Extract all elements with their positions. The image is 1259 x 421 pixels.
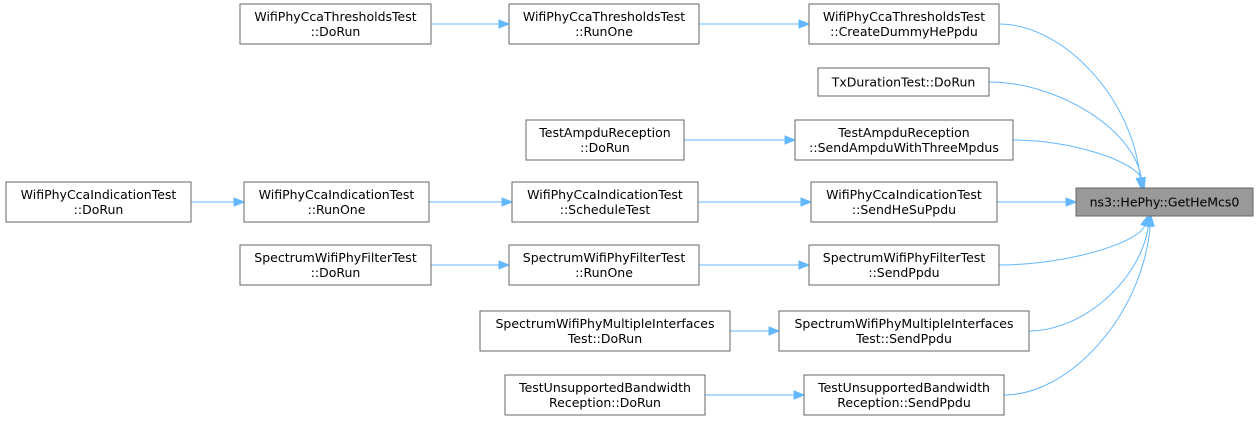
node-label-line: ::CreateDummyHePpdu xyxy=(830,24,978,39)
node-box[interactable] xyxy=(239,244,432,286)
node-label-line: WifiPhyCcaIndicationTest xyxy=(21,187,177,202)
node-label-line: ::DoRun xyxy=(311,24,361,39)
node-label-line: TxDurationTest::DoRun xyxy=(831,75,976,90)
node-box[interactable] xyxy=(239,3,432,45)
node-label-line: TestAmpduReception xyxy=(837,125,969,140)
edge-multi_send-to-root xyxy=(1028,224,1149,332)
node-ccaind_dorun[interactable]: WifiPhyCcaIndicationTest::DoRun xyxy=(5,181,192,223)
node-label-line: ::SendPpdu xyxy=(868,265,939,280)
node-label-line: WifiPhyCcaIndicationTest xyxy=(527,187,683,202)
node-box[interactable] xyxy=(525,119,685,161)
node-label-line: ::SendHeSuPpdu xyxy=(852,202,956,217)
node-ccaind_runone[interactable]: WifiPhyCcaIndicationTest::RunOne xyxy=(243,181,430,223)
node-label-line: WifiPhyCcaThresholdsTest xyxy=(823,9,985,24)
node-filter_send[interactable]: SpectrumWifiPhyFilterTest::SendPpdu xyxy=(808,244,1000,286)
node-label-line: ::SendAmpduWithThreeMpdus xyxy=(809,140,999,155)
node-label-line: Reception::SendPpdu xyxy=(837,395,971,410)
node-ampdu_send[interactable]: TestAmpduReception::SendAmpduWithThreeMp… xyxy=(794,119,1014,161)
node-cca_runone[interactable]: WifiPhyCcaThresholdsTest::RunOne xyxy=(508,3,700,45)
node-label-line: ::RunOne xyxy=(575,265,633,280)
node-label-line: SpectrumWifiPhyMultipleInterfaces xyxy=(496,316,715,331)
node-multi_send[interactable]: SpectrumWifiPhyMultipleInterfacesTest::S… xyxy=(778,310,1030,352)
arrowhead-bw_dorun-to-bw_send xyxy=(793,390,806,400)
edge-filter_send-to-root xyxy=(998,224,1146,266)
node-label-line: WifiPhyCcaThresholdsTest xyxy=(523,9,685,24)
arrowhead-filter_dorun-to-filter_runone xyxy=(498,260,511,270)
node-ccaind_sched[interactable]: WifiPhyCcaIndicationTest::ScheduleTest xyxy=(511,181,699,223)
edge-txdur-to-root xyxy=(988,81,1142,180)
node-label-line: ::RunOne xyxy=(308,202,366,217)
node-label-line: ::DoRun xyxy=(74,202,124,217)
node-label-line: TestUnsupportedBandwidth xyxy=(518,380,691,395)
node-cca_create[interactable]: WifiPhyCcaThresholdsTest::CreateDummyHeP… xyxy=(808,3,1000,45)
node-label-line: WifiPhyCcaIndicationTest xyxy=(826,187,982,202)
node-label-line: TestAmpduReception xyxy=(538,125,670,140)
edge-bw_send-to-root xyxy=(1003,224,1151,396)
node-box[interactable] xyxy=(479,310,731,352)
node-root[interactable]: ns3::HePhy::GetHeMcs0 xyxy=(1075,187,1254,217)
arrowhead-ccaind_send-to-root xyxy=(1065,197,1078,207)
edge-cca_create-to-root xyxy=(998,23,1141,180)
node-label-line: ::ScheduleTest xyxy=(560,202,651,217)
node-box[interactable] xyxy=(810,181,998,223)
edges-layer xyxy=(191,19,1155,400)
node-label-line: SpectrumWifiPhyFilterTest xyxy=(523,250,686,265)
node-filter_runone[interactable]: SpectrumWifiPhyFilterTest::RunOne xyxy=(508,244,700,286)
nodes-layer: ns3::HePhy::GetHeMcs0 WifiPhyCcaThreshold… xyxy=(5,3,1254,416)
node-label-line: Test::SendPpdu xyxy=(855,331,952,346)
arrowhead-multi_dorun-to-multi_send xyxy=(768,326,781,336)
node-box[interactable] xyxy=(508,3,700,45)
node-box[interactable] xyxy=(1075,187,1254,217)
edge-ampdu_send-to-root xyxy=(1012,139,1143,180)
node-txdur[interactable]: TxDurationTest::DoRun xyxy=(817,67,990,97)
arrowhead-ccaind_runone-to-ccaind_sched xyxy=(501,197,514,207)
node-label-line: WifiPhyCcaThresholdsTest xyxy=(254,9,416,24)
arrowhead-ccaind_sched-to-ccaind_send xyxy=(800,197,813,207)
arrowhead-cca_runone-to-cca_create xyxy=(798,19,811,29)
node-cca_dorun[interactable]: WifiPhyCcaThresholdsTest::DoRun xyxy=(239,3,432,45)
node-box[interactable] xyxy=(504,374,706,416)
arrowhead-ampdu_dorun-to-ampdu_send xyxy=(784,135,797,145)
node-label-line: SpectrumWifiPhyFilterTest xyxy=(823,250,986,265)
node-label-line: SpectrumWifiPhyMultipleInterfaces xyxy=(795,316,1014,331)
node-label-line: Test::DoRun xyxy=(567,331,642,346)
node-box[interactable] xyxy=(778,310,1030,352)
node-box[interactable] xyxy=(5,181,192,223)
node-label-line: SpectrumWifiPhyFilterTest xyxy=(254,250,417,265)
arrowhead-cca_dorun-to-cca_runone xyxy=(498,19,511,29)
node-label-line: WifiPhyCcaIndicationTest xyxy=(259,187,415,202)
arrowhead-ccaind_dorun-to-ccaind_runone xyxy=(233,197,246,207)
node-label-line: Reception::DoRun xyxy=(549,395,661,410)
node-box[interactable] xyxy=(817,67,990,97)
node-bw_send[interactable]: TestUnsupportedBandwidthReception::SendP… xyxy=(803,374,1005,416)
node-box[interactable] xyxy=(803,374,1005,416)
node-box[interactable] xyxy=(243,181,430,223)
node-label-line: TestUnsupportedBandwidth xyxy=(817,380,990,395)
node-filter_dorun[interactable]: SpectrumWifiPhyFilterTest::DoRun xyxy=(239,244,432,286)
arrowhead-ampdu_send-to-root xyxy=(1136,176,1146,190)
node-label-line: ::DoRun xyxy=(580,140,630,155)
node-box[interactable] xyxy=(808,244,1000,286)
node-label-line: ::DoRun xyxy=(311,265,361,280)
arrowhead-bw_send-to-root xyxy=(1145,214,1155,227)
node-box[interactable] xyxy=(808,3,1000,45)
node-label-line: ns3::HePhy::GetHeMcs0 xyxy=(1090,195,1240,210)
node-box[interactable] xyxy=(511,181,699,223)
node-box[interactable] xyxy=(508,244,700,286)
node-box[interactable] xyxy=(794,119,1014,161)
node-ccaind_send[interactable]: WifiPhyCcaIndicationTest::SendHeSuPpdu xyxy=(810,181,998,223)
node-multi_dorun[interactable]: SpectrumWifiPhyMultipleInterfacesTest::D… xyxy=(479,310,731,352)
node-ampdu_dorun[interactable]: TestAmpduReception::DoRun xyxy=(525,119,685,161)
node-label-line: ::RunOne xyxy=(575,24,633,39)
arrowhead-filter_runone-to-filter_send xyxy=(798,260,811,270)
